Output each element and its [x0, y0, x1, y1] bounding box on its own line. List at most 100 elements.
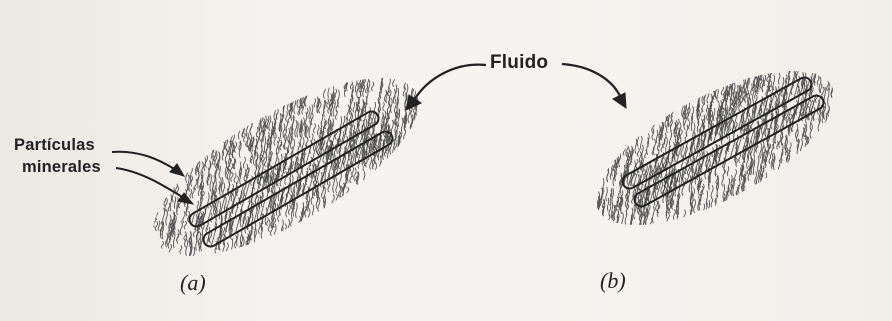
fluid-stroke [265, 157, 267, 167]
fluid-stroke [632, 196, 634, 204]
fluid-stroke [186, 239, 188, 256]
fluid-stroke [401, 118, 403, 134]
fluid-stroke [656, 201, 658, 211]
fluid-stroke [338, 90, 340, 108]
fluid-stroke [256, 139, 257, 153]
fluid-stroke [383, 102, 384, 111]
fluid-stroke [299, 216, 301, 226]
fluid-stroke [810, 113, 812, 131]
panel-label-a: (a) [180, 270, 206, 296]
fluid-stroke [711, 185, 713, 199]
fluid-stroke [642, 145, 644, 159]
fluid-stroke [723, 184, 725, 201]
fluid-stroke [790, 143, 791, 152]
fluid-stroke [162, 241, 164, 249]
fluid-stroke [184, 221, 186, 229]
fluid-stroke [708, 200, 709, 215]
fluid-stroke [371, 82, 373, 91]
fluid-stroke [288, 114, 290, 122]
fluid-stroke [717, 88, 718, 101]
fluid-stroke [155, 221, 157, 231]
fluid-stroke [192, 188, 194, 199]
fluid-stroke [641, 136, 643, 150]
fluid-stroke [822, 87, 824, 98]
fluid-stroke [379, 156, 381, 173]
fluid-stroke [290, 126, 292, 144]
fluid-stroke [309, 120, 310, 138]
fluid-stroke [702, 89, 704, 104]
fluid-stroke [778, 160, 780, 173]
fluid-stroke [231, 239, 232, 256]
particles-label-line1: Partículas [14, 136, 95, 155]
fluid-stroke [393, 140, 395, 157]
fluid-stroke [685, 132, 686, 142]
fluid-stroke [267, 218, 269, 226]
fluid-stroke [221, 177, 223, 192]
fluid-stroke [263, 157, 265, 166]
fluid-stroke [758, 156, 759, 173]
fluid-stroke [283, 100, 284, 116]
fluid-stroke [736, 159, 737, 167]
fluid-stroke [195, 180, 197, 191]
fluid-stroke [240, 230, 242, 243]
fluid-stroke [286, 204, 288, 217]
fluid-stroke [700, 119, 702, 134]
particles-b [620, 75, 826, 209]
fluid-stroke [336, 181, 338, 193]
fluid-stroke [166, 209, 168, 225]
fluid-stroke [309, 106, 310, 119]
fluid-stroke [170, 194, 171, 211]
fluid-stroke [353, 102, 355, 112]
fluid-stroke [234, 173, 236, 183]
fluid-stroke [212, 147, 213, 159]
fluid-stroke [689, 121, 690, 129]
fluid-stroke [219, 166, 220, 179]
fluid-stroke [328, 83, 329, 98]
fluid-stroke [393, 75, 395, 87]
fluid-label: Fluido [490, 52, 548, 74]
fluid-stroke [164, 197, 166, 206]
fluid-stroke [314, 188, 316, 196]
fluid-stroke [259, 222, 261, 234]
fluid-stroke [668, 110, 669, 128]
fluid-stroke [156, 210, 158, 220]
fluid-stroke [246, 121, 248, 137]
fluid-stroke [753, 158, 754, 175]
fluid-stroke [332, 194, 334, 206]
fluid-stroke [291, 218, 293, 227]
fluid-stroke [336, 194, 337, 203]
fluid-stroke [314, 99, 316, 108]
fluid-stroke [635, 138, 637, 154]
fluid-stroke [312, 134, 313, 144]
fluid-stroke [294, 97, 296, 114]
fluid-stroke [231, 173, 233, 182]
fluid-stroke [370, 156, 372, 169]
fluid-stroke [779, 135, 781, 148]
fluid-stroke [352, 167, 354, 177]
fluid-stroke [169, 244, 171, 255]
fluid-stroke [172, 186, 174, 202]
fluid-stroke [656, 130, 657, 143]
fluid-stroke [220, 178, 222, 196]
fluid-stroke [317, 125, 319, 136]
fluid-stroke [328, 181, 330, 192]
fluid-stroke [760, 143, 762, 159]
fluid-stroke [304, 207, 306, 216]
fluid-stroke [622, 213, 624, 228]
fluid-stroke [226, 243, 228, 256]
fluid-stroke [755, 91, 756, 99]
fluid-stroke [707, 105, 708, 113]
fluid-stroke [277, 149, 279, 158]
fluid-stroke [158, 221, 160, 231]
fluid-stroke [274, 133, 276, 146]
fluid-stroke [607, 198, 608, 211]
fluid-stroke [184, 232, 186, 241]
fluid-stroke [731, 175, 732, 188]
fluid-stroke [263, 121, 264, 131]
fluid-stroke [751, 84, 752, 96]
fluid-stroke [375, 163, 376, 176]
fluid-stroke [363, 171, 364, 185]
fluid-stroke [278, 211, 280, 222]
fluid-stroke [284, 134, 286, 149]
